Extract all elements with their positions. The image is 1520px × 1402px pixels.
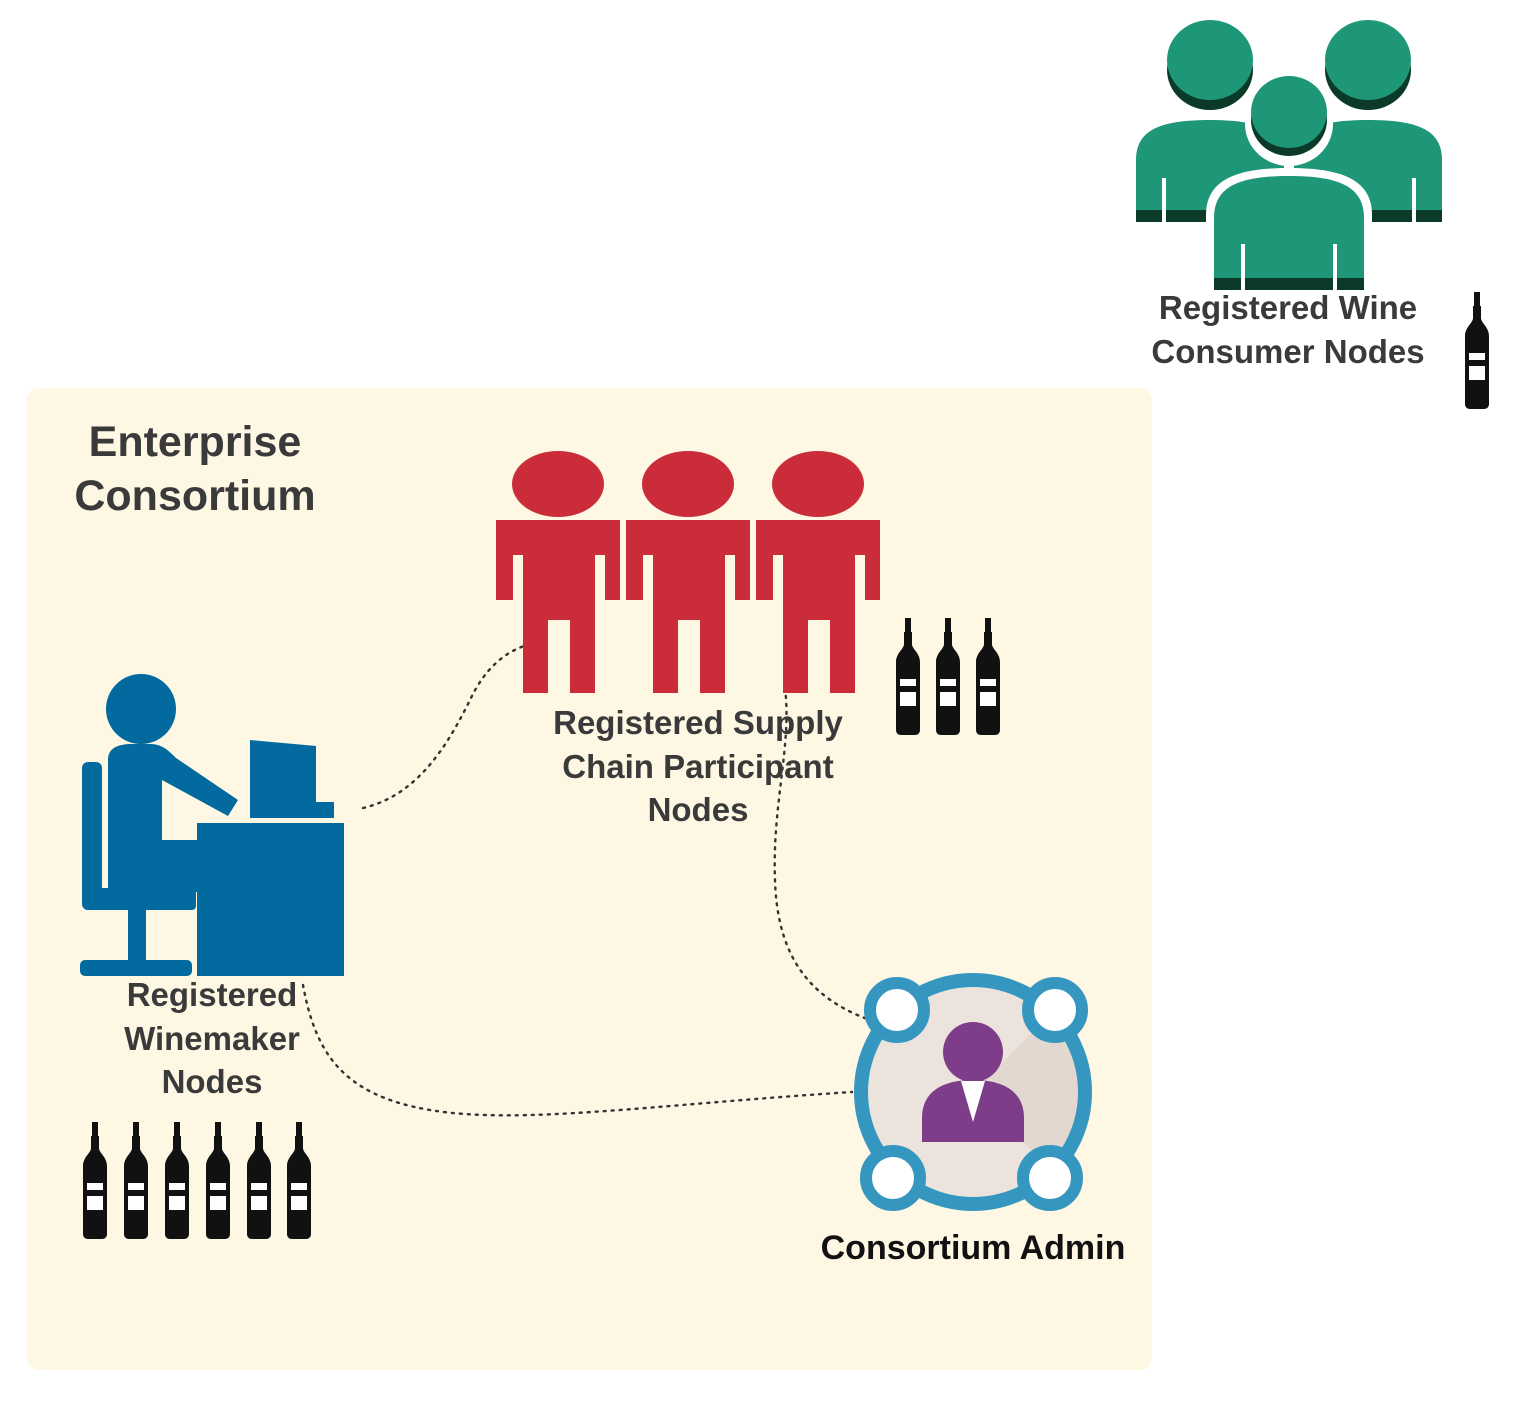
supply-chain-nodes-label: Registered Supply Chain Participant Node… [553,704,843,829]
supply-chain-bottles [896,618,1000,735]
admin-network-icon [854,973,1092,1211]
connector-lines [301,643,872,1117]
connector-winemaker-supply [361,643,529,810]
consortium-title: Enterprise Consortium [74,418,316,520]
person-at-computer-icon [80,674,344,976]
consumer-bottles [1465,292,1489,409]
winemaker-nodes-label: Registered Winemaker Nodes [124,976,300,1101]
connector-supply-admin [773,686,872,1022]
connector-winemaker-admin [301,983,854,1117]
consumer-nodes-label: Registered Wine Consumer Nodes [1151,289,1425,370]
winemaker-bottles [83,1122,311,1239]
user-group-icon [1136,20,1442,290]
consortium-admin-label: Consortium Admin [820,1229,1126,1267]
three-people-icon [496,451,880,693]
